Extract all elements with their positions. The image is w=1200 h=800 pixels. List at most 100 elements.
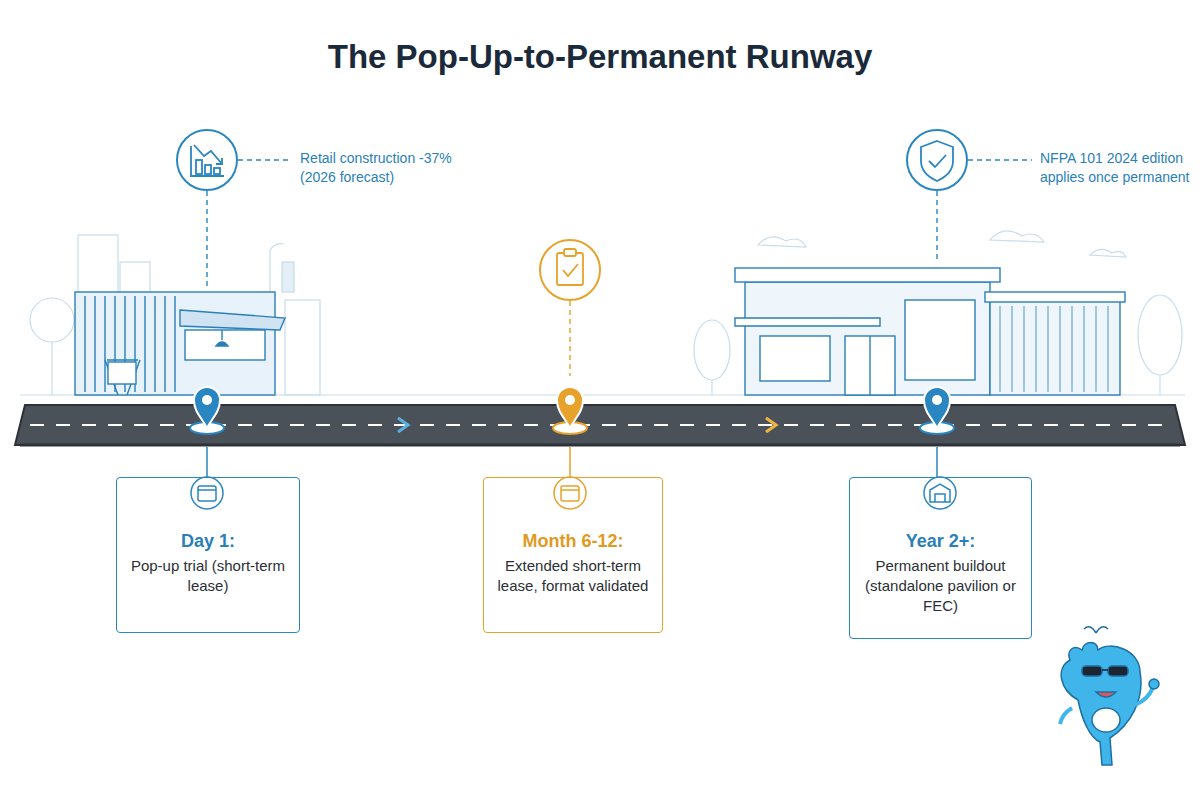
popup-container (75, 292, 285, 395)
box-icon (554, 477, 586, 509)
callout-leader (569, 301, 570, 376)
popup-container (85, 296, 175, 392)
permanent-building (735, 268, 1000, 282)
callout-note: NFPA 101 2024 edition applies once perma… (1040, 149, 1190, 187)
mascot (1135, 687, 1153, 705)
callout-icon (563, 264, 578, 276)
map-pin (932, 395, 942, 405)
stage-heading: Day 1: (127, 530, 289, 553)
mascot (1061, 643, 1141, 766)
permanent-building (905, 300, 975, 380)
city-background (758, 237, 806, 247)
popup-container (180, 310, 285, 330)
stage-description: Pop-up trial (short-term lease) (127, 556, 289, 597)
facade-bar (1012, 306, 1013, 392)
container-rib (84, 296, 85, 392)
city-background (20, 231, 1185, 395)
road (20, 444, 1180, 447)
permanent-building (735, 318, 880, 326)
box-icon (561, 489, 579, 491)
popup-container (216, 342, 228, 346)
city-background (1138, 295, 1182, 375)
permanent-building (760, 336, 830, 381)
container-rib (104, 296, 105, 392)
callout-note: Retail construction -37% (2026 forecast) (300, 149, 470, 187)
callout-icon (214, 168, 220, 174)
callout-icon (564, 249, 576, 256)
callout-icon (921, 141, 953, 181)
callout-leader (936, 191, 937, 262)
stage-heading: Month 6-12: (494, 530, 652, 553)
diagram-title: The Pop-Up-to-Permanent Runway (0, 38, 1200, 76)
leader-line (569, 447, 571, 477)
callout-icon (177, 130, 237, 190)
callout-icon (177, 130, 967, 300)
box-icon (191, 477, 956, 509)
box-icon (191, 477, 223, 509)
popup-container (75, 292, 275, 395)
facade-bar (1084, 306, 1085, 392)
facade-bar (1108, 306, 1109, 392)
city-background (694, 320, 730, 380)
road (766, 418, 776, 432)
callout-icon (907, 130, 967, 190)
city-background (51, 342, 52, 395)
box-icon (198, 486, 216, 501)
mascot (1082, 666, 1102, 676)
callout-icon (929, 155, 946, 167)
stage-box: Month 6-12: Extended short-term lease, fo… (483, 477, 663, 633)
map-pin (202, 395, 212, 405)
box-icon (930, 484, 950, 502)
popup-container (185, 330, 265, 360)
facade-bar (1036, 306, 1037, 392)
stage-description: Permanent buildout (standalone pavilion … (860, 556, 1021, 617)
mascot (1084, 627, 1108, 633)
city-background (30, 298, 74, 342)
callout-leader (238, 159, 292, 160)
map-pin (924, 387, 950, 428)
city-background (1090, 249, 1126, 257)
facade-bar (1048, 306, 1049, 392)
city-background (990, 231, 1044, 242)
facade-bar (1000, 306, 1001, 392)
permanent-building (745, 282, 990, 395)
callout-icon (196, 160, 202, 174)
road (398, 418, 408, 432)
stage-description: Extended short-term lease, format valida… (494, 556, 652, 597)
road (15, 405, 1185, 445)
map-pin (565, 395, 575, 405)
mascot (1060, 708, 1072, 724)
callout-icon (194, 145, 222, 164)
leader-line (207, 447, 937, 477)
callout-icon (191, 145, 224, 176)
container-rib (174, 296, 175, 392)
permanent-building (1000, 306, 1108, 392)
facade-bar (1072, 306, 1073, 392)
mascot (1108, 666, 1128, 676)
popup-container (221, 330, 222, 340)
box-icon (924, 477, 956, 509)
map-pin (557, 387, 583, 428)
container-rib (154, 296, 155, 392)
permanent-building (990, 300, 1120, 395)
leader-line (936, 447, 938, 477)
mascot (1096, 692, 1116, 697)
facade-bar (1060, 306, 1061, 392)
city-background (282, 262, 294, 292)
callout-icon (191, 146, 224, 176)
mascot (1149, 679, 1159, 689)
mascot (1102, 669, 1108, 671)
stage-heading: Year 2+: (860, 530, 1021, 553)
map-pin (194, 387, 220, 428)
callout-leader (968, 159, 1032, 160)
permanent-building (985, 292, 1125, 302)
city-background (711, 380, 712, 395)
permanent-building (845, 336, 895, 395)
city-background (285, 300, 320, 395)
permanent-building (869, 336, 870, 395)
callout-icon (557, 253, 583, 285)
container-rib (144, 296, 145, 392)
container-rib (94, 296, 95, 392)
